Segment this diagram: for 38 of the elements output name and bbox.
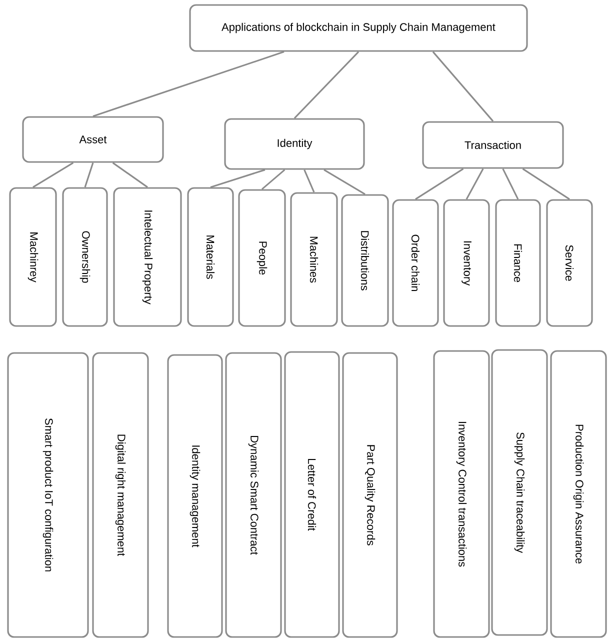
category-box: Identity [224,118,365,170]
connector-line [304,169,315,193]
connector-line [522,168,570,200]
item-box: Service [546,199,593,327]
item-box: Machinrey [9,187,57,327]
application-box: Digital right management [92,352,149,638]
application-box: Dynamic Smart Contract [225,352,282,638]
connector-line [84,162,94,188]
application-box: Identity management [167,354,223,638]
item-box: Machines [290,192,338,327]
connector-line [502,168,519,200]
connector-line [32,162,74,188]
connector-line [261,169,286,190]
item-box: Intelectual Property [113,187,182,327]
connector-line [324,169,366,195]
item-box: Materials [187,187,234,327]
item-box: Distributions [341,194,389,327]
connector-line [415,168,464,200]
connector-line [432,51,494,122]
application-box: Supply Chain traceability [491,349,548,636]
item-box: Ownership [62,187,108,327]
connector-line [112,162,148,188]
application-box: Letter of Credit [284,351,340,638]
category-box: Transaction [422,121,564,169]
category-box: Asset [22,116,164,163]
item-box: Order chain [392,199,439,327]
application-box: Part Quality Records [342,352,398,638]
title-box: Applications of blockchain in Supply Chain Management [189,4,528,52]
application-box: Inventory Control transactions [433,350,490,638]
connector-line [210,169,266,188]
connector-line [92,51,284,117]
application-box: Production Origin Assurance [550,350,607,638]
item-box: People [238,189,286,327]
item-box: Finance [495,199,541,327]
application-box: Smart product IoT configuration [7,352,89,638]
item-box: Inventory [443,199,490,327]
connector-line [466,168,484,200]
connector-line [294,51,360,119]
